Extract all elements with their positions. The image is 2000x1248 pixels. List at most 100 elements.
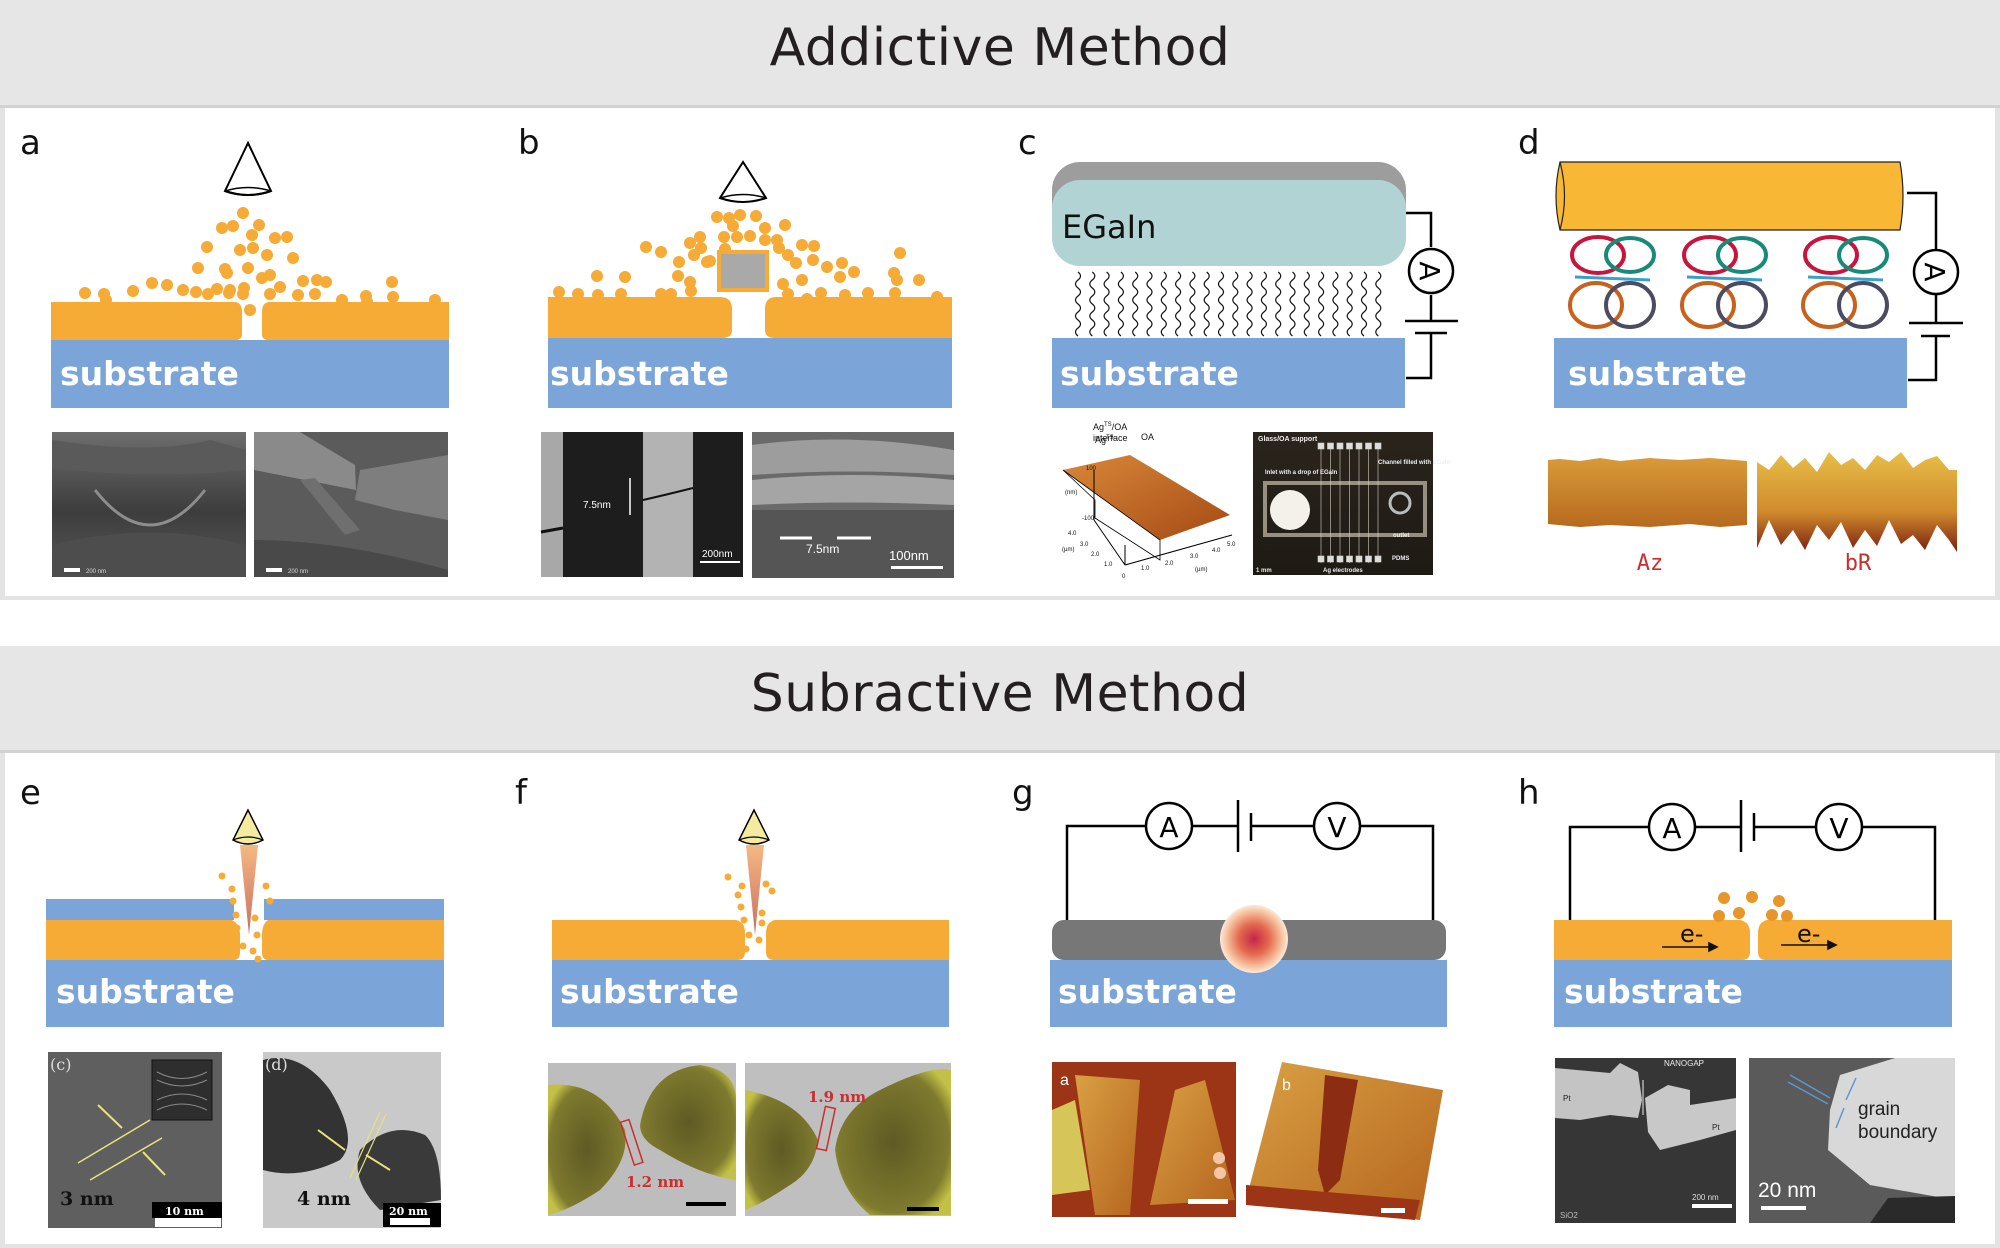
circuit-wire [1568, 800, 1937, 920]
particle [202, 288, 214, 300]
panel-label-h: h [1518, 773, 1540, 813]
substrate-layer [1052, 338, 1405, 408]
particle [673, 256, 685, 268]
particle [1766, 909, 1778, 921]
particle [234, 244, 246, 256]
egain-label: EGaIn [1062, 208, 1156, 246]
afm-x-tick: 2.0 [1165, 561, 1174, 567]
protein-icon [1568, 235, 1656, 329]
section-header-additive: Addictive Method [0, 0, 2000, 108]
gold-layer-right [766, 920, 949, 960]
particle [223, 287, 235, 299]
particle [161, 279, 173, 291]
sem-substrate-label: SiO2 [1560, 1211, 1578, 1220]
substrate-label: substrate [1568, 354, 1747, 393]
section-title-subtractive: Subractive Method [750, 664, 1250, 724]
particle [742, 945, 750, 953]
particle [727, 220, 739, 232]
ammeter-label: A [1159, 811, 1178, 844]
particle [738, 882, 746, 890]
particle [266, 897, 274, 905]
gold-layer-right [262, 920, 444, 960]
afm-x-tick: 4.0 [1212, 548, 1221, 554]
molecule-chain [1289, 271, 1296, 337]
molecule-chain [1375, 271, 1382, 337]
panel-h-tem: grain boundary 20 nm [1749, 1058, 1955, 1223]
top-layer-right [264, 899, 444, 920]
gold-nanowire-cylinder [1555, 161, 1904, 231]
tem-tag: (c) [50, 1055, 71, 1074]
particle [1773, 895, 1785, 907]
afm-x-tick: 3.0 [1190, 554, 1199, 560]
particle [790, 257, 802, 269]
substrate-layer [548, 338, 952, 408]
particle [672, 270, 684, 282]
particle [834, 271, 846, 283]
particle [591, 270, 603, 282]
particle [740, 916, 748, 924]
particle [201, 241, 213, 253]
particle [862, 287, 874, 299]
panel-label-c: c [1018, 123, 1037, 163]
panel-label-g: g [1012, 773, 1034, 813]
particle [744, 230, 756, 242]
particle [711, 211, 723, 223]
substrate-label: substrate [1564, 972, 1743, 1011]
particle [297, 275, 309, 287]
electrode-pad [1336, 555, 1344, 563]
molecule-chain [1217, 271, 1225, 337]
circuit-wire [1065, 800, 1435, 920]
photo-electrodes: Ag electrodes [1323, 568, 1363, 574]
particle [146, 277, 158, 289]
afm-tag: b [1282, 1077, 1291, 1094]
afm-z-tick: -100 [1082, 516, 1095, 522]
particle [694, 231, 706, 243]
electrode-pad [1374, 442, 1382, 450]
gap-label: 1.2 nm [626, 1173, 684, 1191]
gold-layer-left [552, 920, 745, 960]
molecule-chain [1232, 271, 1239, 337]
protein-icon [1801, 235, 1889, 329]
gap-label: 3 nm [60, 1188, 114, 1210]
electrode-pad [1355, 555, 1363, 563]
scale-bar-label: 200 nm [1692, 1193, 1719, 1202]
particle [218, 872, 226, 880]
molecule-chain [1275, 271, 1282, 337]
panel-g-afm-left: a [1052, 1062, 1236, 1217]
substrate-layer [46, 960, 444, 1027]
particle [1781, 910, 1793, 922]
afm-label-interface-2: interface [1093, 433, 1128, 443]
particle [177, 284, 189, 296]
migrating-atoms [1713, 891, 1793, 922]
voltmeter-label: V [1327, 811, 1346, 844]
gap-label: 7.5nm [583, 500, 611, 511]
tem-label-boundary: boundary [1858, 1122, 1938, 1143]
panel-b-sem-right: 7.5nm 100nm [752, 432, 954, 578]
particle [242, 262, 254, 274]
particle [237, 288, 249, 300]
photo-header: Glass/OA support [1258, 436, 1318, 443]
particle [684, 237, 696, 249]
joule-heating-spot [1220, 905, 1288, 973]
br-label: bR [1845, 551, 1872, 576]
electrode-pad [1365, 555, 1372, 563]
gap-label: 4 nm [297, 1188, 351, 1210]
photo-pdms: PDMS [1392, 556, 1409, 562]
afm-z-tick: 100 [1086, 466, 1097, 472]
particle [239, 942, 247, 950]
egain-electrode [1052, 180, 1406, 266]
panel-label-e: e [20, 773, 41, 813]
electrode-pad [1327, 442, 1334, 450]
particle [553, 286, 565, 298]
substrate-label: substrate [1058, 972, 1237, 1011]
panel-h-diagram: A V e- e- substrate [1554, 800, 1952, 1027]
gold-particles [553, 209, 943, 305]
particle [309, 288, 321, 300]
sputtered-particles [724, 873, 776, 953]
ion-beam [746, 845, 764, 935]
voltmeter-icon: V [1814, 802, 1864, 852]
particle [221, 267, 233, 279]
particle [688, 249, 700, 261]
particle [762, 880, 770, 888]
electrode-pad [1317, 555, 1325, 563]
